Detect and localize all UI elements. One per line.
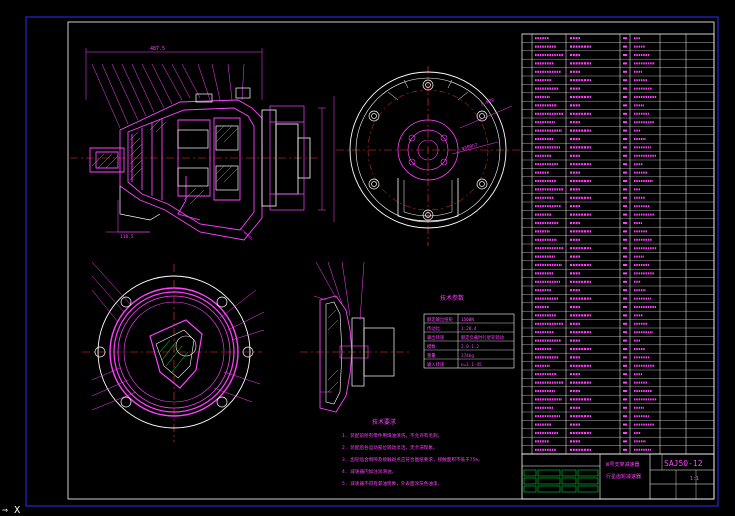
parameter-value: 1500N <box>461 317 474 323</box>
svg-text:φ380h7: φ380h7 <box>461 142 479 152</box>
parameters-table: 技术参数 额定输出扭矩 1500N 传动比 1:28.4 输出转速 额定负载时行星轮转动模… <box>423 294 515 369</box>
end-view-circle: 6-M20 φ380h7 <box>336 66 520 246</box>
technical-notes: 技术要求 1. 装配前所有零件用煤油清洗，不允许有毛刺。 2. 装配后各运动部位转… <box>342 418 483 487</box>
drawing-title: Ⅲ号支架减速器 <box>606 461 639 468</box>
section-view-main: 487.5 <box>70 46 335 241</box>
notes-title: 技术要求 <box>372 418 396 426</box>
note-line: 3. 齿轮啮合侧隙及接触斑点应符合图纸要求，接触面积不低于75%。 <box>342 456 483 463</box>
parameter-label: 额定输出扭矩 <box>427 316 453 323</box>
ucs-arrow-icon: ⇒ <box>2 505 9 516</box>
drawing-scale: 1:1 <box>690 476 699 482</box>
overall-length-dimension: 487.5 <box>150 46 165 52</box>
sheet-border <box>25 16 719 507</box>
drawing-subtitle: 行星齿轮减速器 <box>606 473 641 480</box>
parameter-value: 额定负载时行星轮转动 <box>461 334 505 341</box>
parameter-value: 2.0-1.2 <box>461 344 480 350</box>
parameter-value: n=3.1-45 <box>461 362 482 368</box>
note-line: 5. 减速器不得有漏油现象，外表面涂灰色油漆。 <box>342 480 442 487</box>
parameter-label: 输入转速 <box>427 361 445 368</box>
parameters-table-title: 技术参数 <box>440 294 464 302</box>
note-line: 1. 装配前所有零件用煤油清洗，不允许有毛刺。 <box>342 432 442 439</box>
note-line: 4. 减速器内加注润滑油。 <box>342 468 396 475</box>
parameter-label: 模数 <box>427 343 436 350</box>
side-detail-view <box>300 261 412 413</box>
parameter-label: 传动比 <box>427 325 441 332</box>
parameter-value: 374kg <box>461 353 474 359</box>
parts-list <box>521 33 715 455</box>
title-block: Ⅲ号支架减速器 行星齿轮减速器 SAJ50-12 1:1 <box>521 453 715 500</box>
cross-section-circle-view <box>82 261 265 442</box>
ucs-x-label: X <box>14 505 21 516</box>
svg-text:118.5: 118.5 <box>120 234 134 240</box>
ucs-axis-indicator: ⇒ X <box>2 505 20 516</box>
drawing-number: SAJ50-12 <box>664 459 703 468</box>
parameter-label: 重量 <box>427 352 436 359</box>
parameter-value: 1:28.4 <box>461 326 477 332</box>
note-line: 2. 装配后各运动部位转动灵活，无卡滞现象。 <box>342 444 438 451</box>
parameter-label: 输出转速 <box>427 334 445 341</box>
svg-text:6-M20: 6-M20 <box>481 97 496 108</box>
